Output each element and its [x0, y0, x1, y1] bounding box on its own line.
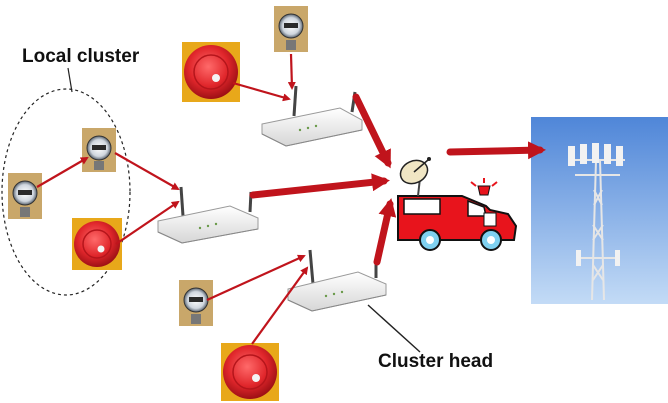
- cluster-head-pointer: [367, 304, 421, 353]
- backhaul-arrows: [249, 93, 546, 266]
- smart-meter-icon: [8, 173, 42, 219]
- local-cluster-pointer: [67, 67, 73, 93]
- smart-meter-icon: [274, 6, 308, 52]
- data-link-arrows: [36, 53, 309, 345]
- wireless-router-icon: [261, 85, 363, 147]
- wireless-router-icon: [287, 249, 387, 312]
- local-cluster-boundary: [1, 88, 131, 296]
- smart-meter-icon: [179, 280, 213, 326]
- emergency-vehicle-icon: [397, 157, 518, 251]
- smart-meter-icon: [82, 128, 116, 172]
- cluster-head-label: Cluster head: [378, 351, 494, 372]
- fire-alarm-icon: [221, 343, 279, 401]
- fire-alarm-icon: [182, 42, 240, 102]
- wireless-router-icon: [157, 186, 259, 244]
- local-cluster-label: Local cluster: [22, 46, 140, 67]
- fire-alarm-icon: [72, 218, 122, 270]
- cell-tower-icon: [531, 117, 668, 304]
